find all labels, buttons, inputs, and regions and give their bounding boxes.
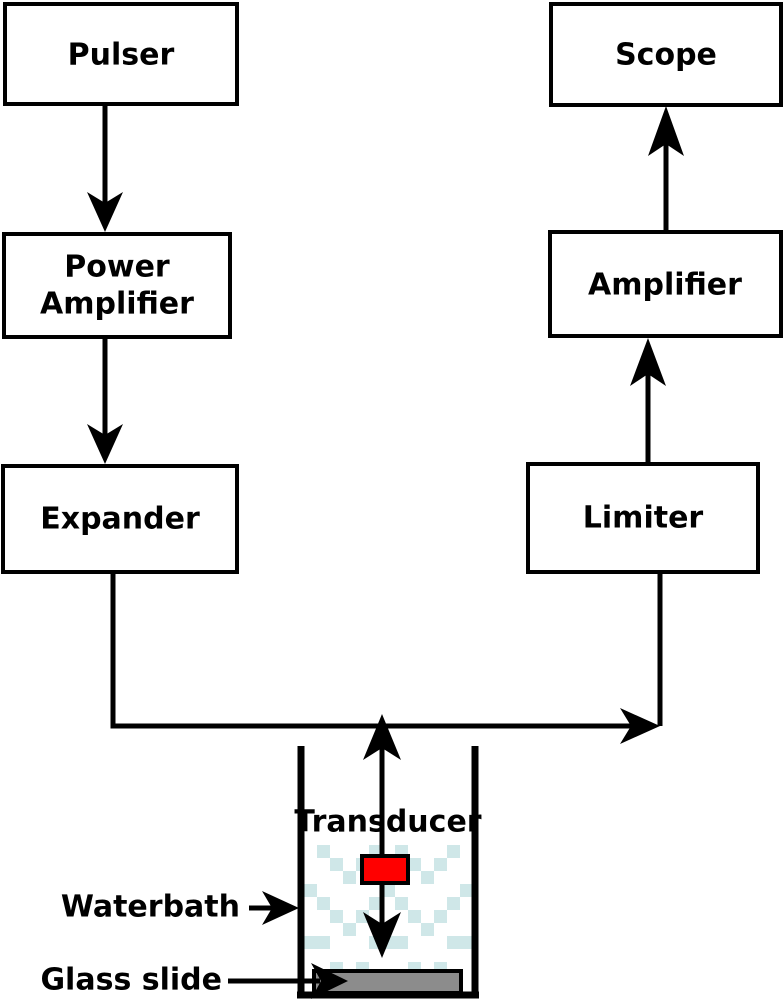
connector-power-amplifier-to-expander [87, 337, 123, 464]
water-wave-cell [317, 936, 330, 949]
block-pulser[interactable]: Pulser [3, 2, 239, 106]
annotation-transducer-label: Transducer [294, 805, 481, 840]
block-power-amplifier-label-line1: Power [64, 250, 170, 285]
water-wave-cell [408, 910, 421, 923]
connector-limiter-to-amplifier [630, 338, 666, 464]
water-wave-cell [369, 897, 382, 910]
water-wave-cell [447, 845, 460, 858]
water-wave-cell [343, 871, 356, 884]
block-expander[interactable]: Expander [1, 464, 239, 574]
water-wave-cell [343, 923, 356, 936]
block-amplifier[interactable]: Amplifier [548, 230, 783, 338]
water-wave-cell [304, 884, 317, 897]
connector-transducer-beam-down [363, 746, 401, 958]
water-wave-cell [434, 858, 447, 871]
water-wave-cell [330, 910, 343, 923]
water-wave-cell [460, 884, 472, 897]
block-expander-label: Expander [40, 502, 200, 537]
transducer-shape [360, 854, 410, 885]
block-limiter-label: Limiter [583, 501, 704, 536]
block-scope[interactable]: Scope [549, 2, 783, 107]
water-wave-cell [356, 910, 369, 923]
water-wave-cell [317, 897, 330, 910]
water-wave-cell [395, 897, 408, 910]
water-wave-cell [460, 936, 472, 949]
water-wave-cell [395, 936, 408, 949]
water-wave-cell [382, 884, 395, 897]
block-power-amplifier[interactable]: Power Amplifier [2, 232, 232, 339]
water-wave-cell [317, 845, 330, 858]
connector-transducer-to-limiter [380, 572, 663, 744]
water-wave-cell [421, 871, 434, 884]
water-wave-cell [408, 858, 421, 871]
water-wave-cell [330, 858, 343, 871]
annotation-glass-slide-label: Glass slide [40, 963, 222, 998]
connector-expander-to-transducer [110, 572, 380, 729]
annotation-waterbath-label: Waterbath [61, 890, 240, 925]
leader-waterbath [249, 891, 299, 925]
water-wave-cell [434, 910, 447, 923]
connector-pulser-to-power-amplifier [87, 104, 123, 232]
water-wave-cell [304, 936, 317, 949]
block-scope-label: Scope [615, 38, 717, 73]
water-wave-cell [447, 897, 460, 910]
leader-glass-slide [228, 963, 348, 999]
block-amplifier-label: Amplifier [588, 268, 742, 303]
block-pulser-label: Pulser [68, 38, 175, 73]
block-power-amplifier-label-line2: Amplifier [40, 287, 194, 322]
water-wave-cell [421, 923, 434, 936]
connector-amplifier-to-scope [648, 106, 684, 232]
block-limiter[interactable]: Limiter [526, 462, 760, 574]
water-wave-cell [447, 936, 460, 949]
